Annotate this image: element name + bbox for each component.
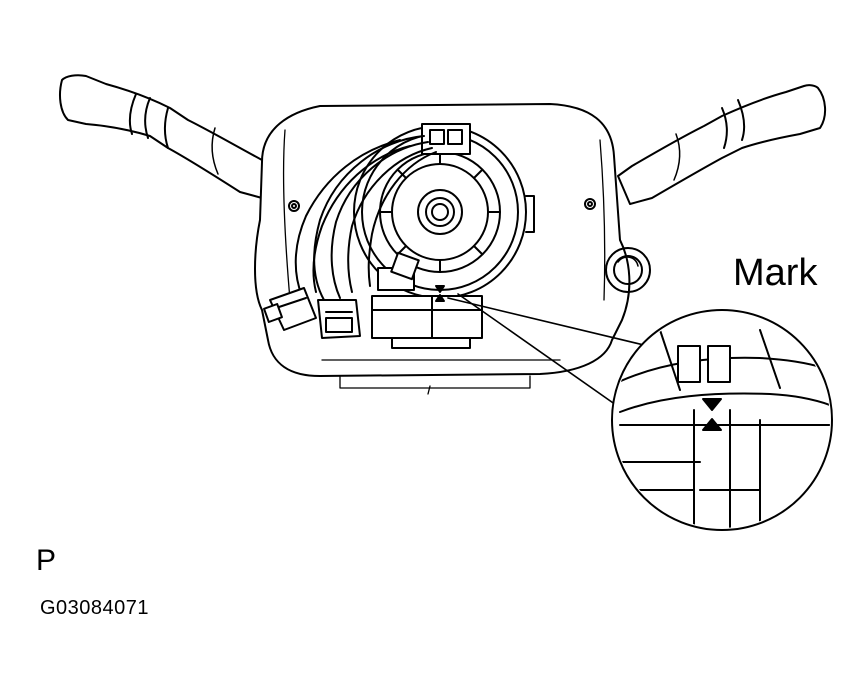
spiral-cable <box>353 123 535 349</box>
magnified-detail <box>611 309 833 531</box>
wire-harness <box>294 135 437 301</box>
left-switch-lever <box>59 74 277 199</box>
magnifier-leader-lines <box>447 293 649 413</box>
right-switch-lever <box>617 84 826 205</box>
connector-left-a <box>263 287 317 331</box>
connector-left-b <box>317 299 361 339</box>
view-code-label: P <box>36 544 57 577</box>
mark-label: Mark <box>733 252 818 294</box>
figure-id-label: G03084071 <box>40 597 150 619</box>
